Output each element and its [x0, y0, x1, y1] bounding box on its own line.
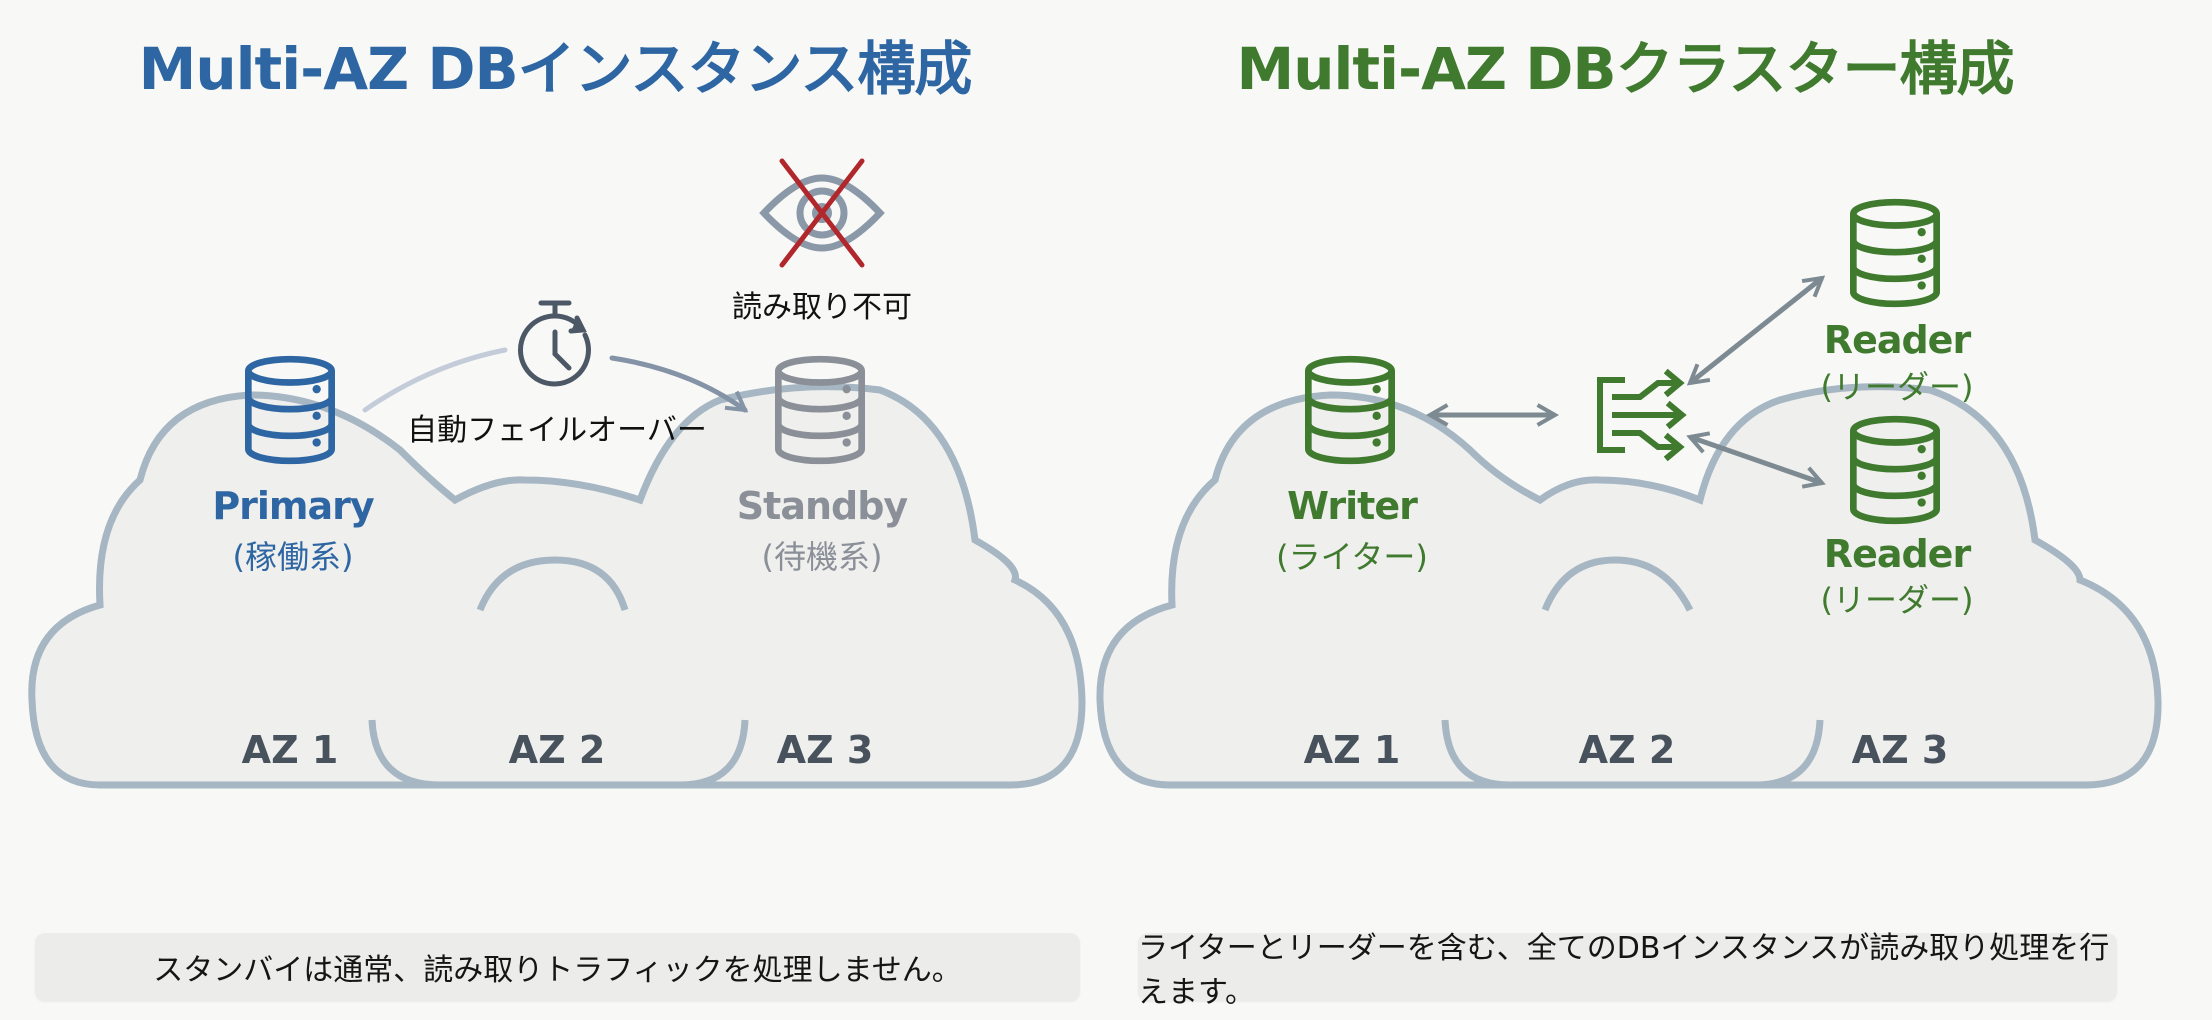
right-az-2-label: AZ 2 [1578, 728, 1676, 772]
no-read-label: 読み取り不可 [732, 290, 912, 325]
eye-crossed-icon [759, 158, 885, 268]
left-az-1-label: AZ 1 [241, 728, 339, 772]
right-az-1-label: AZ 1 [1303, 728, 1401, 772]
failover-arrow [609, 355, 749, 413]
router-reader1-arrow [1686, 275, 1826, 386]
stopwatch-icon [518, 300, 591, 387]
router-reader2-arrow [1686, 431, 1826, 489]
left-cloud [28, 383, 1086, 789]
right-footer-text: ライターとリーダーを含む、全てのDBインスタンスが読み取り処理を行えます。 [1138, 931, 2110, 1010]
reader-1-sublabel: (リーダー) [1820, 368, 1974, 406]
right-footer-note: ライターとリーダーを含む、全てのDBインスタンスが読み取り処理を行えます。 [1138, 931, 2117, 1010]
failover-label: 自動フェイルオーバー [407, 413, 707, 448]
left-az-2-label: AZ 2 [508, 728, 606, 772]
primary-label: Primary [212, 484, 374, 528]
right-title: Multi-AZ DBクラスター構成 [1236, 35, 2015, 103]
failover-arrow-left-segment [362, 347, 508, 413]
reader-2-sublabel: (リーダー) [1820, 581, 1974, 619]
right-az-3-label: AZ 3 [1851, 728, 1949, 772]
writer-label: Writer [1287, 484, 1418, 528]
writer-sublabel: (ライター) [1276, 538, 1428, 576]
standby-label: Standby [736, 484, 908, 528]
left-footer-text: スタンバイは通常、読み取りトラフィックを処理しません。 [153, 953, 962, 988]
reader-2-label: Reader [1823, 532, 1971, 576]
reader-database-icon-1 [1853, 202, 1936, 304]
standby-sublabel: (待機系) [761, 538, 883, 576]
left-footer-note: スタンバイは通常、読み取りトラフィックを処理しません。 [35, 933, 1080, 1001]
traffic-split-icon [1597, 368, 1687, 462]
left-az-3-label: AZ 3 [776, 728, 874, 772]
right-cloud [1096, 383, 2162, 789]
primary-sublabel: (稼働系) [232, 538, 354, 576]
reader-1-label: Reader [1823, 318, 1971, 362]
left-title: Multi-AZ DBインスタンス構成 [138, 35, 973, 103]
